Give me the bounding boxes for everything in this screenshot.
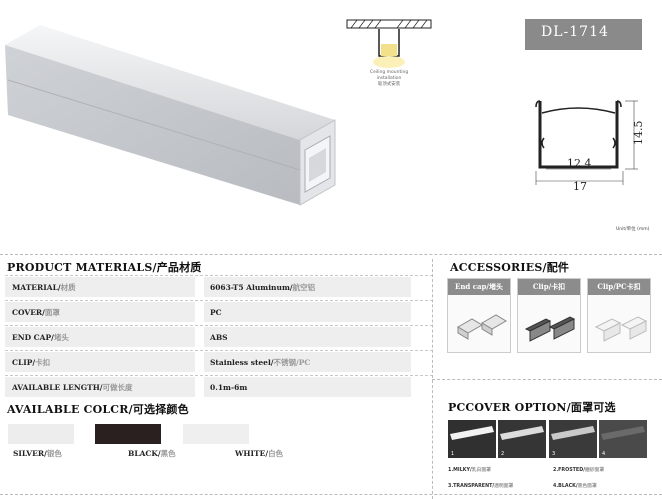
table-row: CLIP/卡扣 Stainless steel/不锈钢/PC	[5, 350, 433, 375]
height-label: 14.5	[632, 121, 645, 146]
ceiling-mount-icon	[346, 19, 432, 68]
accessory-end-cap: End cap/堵头	[447, 278, 511, 353]
colors-heading: AVAILABLE COLCR/可选择颜色	[7, 403, 189, 416]
clip-image	[524, 316, 576, 342]
table-row: AVAILABLE LENGTH/可做长度 0.1m-6m	[5, 375, 433, 400]
ceiling-caption-line: 吸顶式安装	[377, 82, 401, 87]
pc-cover-number: 1	[451, 451, 454, 457]
white-label: WHITE/白色	[235, 449, 284, 458]
material-value: Stainless steel/不锈钢/PC	[204, 352, 411, 372]
material-value: 6063-T5 Aluminum/航空铝	[204, 277, 411, 297]
product-photo	[5, 25, 336, 206]
silver-swatch	[8, 424, 74, 444]
pc-label: 3.TRANSPARENT/透明面罩	[448, 484, 514, 489]
accessory-clip: Clip/卡扣	[517, 278, 581, 353]
accessories-heading: ACCESSORIES/配件	[450, 261, 570, 274]
profile-cross-section: 12.4 17 14.5	[535, 100, 645, 193]
pc-cover-heading: PCCOVER OPTION/面罩可选	[448, 401, 616, 414]
pc-label: 1.MILKY/乳白面罩	[448, 468, 491, 473]
silver-label: SILVER/银色	[13, 449, 62, 458]
unit-label: Unit/单位 (mm)	[616, 227, 650, 232]
materials-heading: PRODUCT MATERIALS/产品材质	[7, 261, 202, 274]
accessory-label: End cap/堵头	[448, 279, 510, 295]
end-cap-image	[457, 314, 507, 340]
material-value: 0.1m-6m	[204, 377, 411, 397]
pc-label: 4.BLACK/黑色面罩	[553, 484, 597, 489]
material-key: MATERIAL/材质	[5, 277, 195, 297]
table-row: MATERIAL/材质 6063-T5 Aluminum/航空铝	[5, 275, 433, 300]
divider	[0, 494, 662, 495]
pc-cover-frosted: 2	[498, 420, 546, 458]
ceiling-caption: Ceiling mounting installation 吸顶式安装	[345, 70, 433, 88]
accessory-label: Clip/卡扣	[518, 279, 580, 295]
model-number: DL-1714	[525, 19, 642, 50]
material-value: PC	[204, 302, 411, 322]
material-key: AVAILABLE LENGTH/可做长度	[5, 377, 195, 397]
material-key: COVER/面罩	[5, 302, 195, 322]
material-key: END CAP/堵头	[5, 327, 195, 347]
black-swatch	[95, 424, 161, 444]
ceiling-caption-line: Ceiling mounting	[369, 70, 409, 75]
pc-cover-number: 3	[552, 451, 555, 457]
accessory-label: Clip/PC卡扣	[588, 279, 650, 295]
pc-cover-transparent: 3	[549, 420, 597, 458]
pc-clip-image	[594, 316, 648, 342]
accessory-pc-clip: Clip/PC卡扣	[587, 278, 651, 353]
materials-table: MATERIAL/材质 6063-T5 Aluminum/航空铝 COVER/面…	[5, 275, 433, 400]
inner-width-label: 12.4	[567, 157, 592, 170]
divider	[432, 379, 662, 380]
pc-label: 2.FROSTED/磨砂面罩	[553, 468, 605, 473]
black-label: BLACK/黑色	[128, 449, 176, 458]
outer-width-label: 17	[573, 180, 587, 193]
pc-cover-black: 4	[599, 420, 647, 458]
divider	[0, 254, 662, 255]
ceiling-caption-line: installation	[376, 76, 402, 81]
white-swatch	[183, 424, 249, 444]
pc-cover-milky: 1	[448, 420, 496, 458]
table-row: COVER/面罩 PC	[5, 300, 433, 325]
table-row: END CAP/堵头 ABS	[5, 325, 433, 350]
material-value: ABS	[204, 327, 411, 347]
pc-cover-number: 2	[501, 451, 504, 457]
material-key: CLIP/卡扣	[5, 352, 195, 372]
pc-cover-number: 4	[602, 451, 605, 457]
